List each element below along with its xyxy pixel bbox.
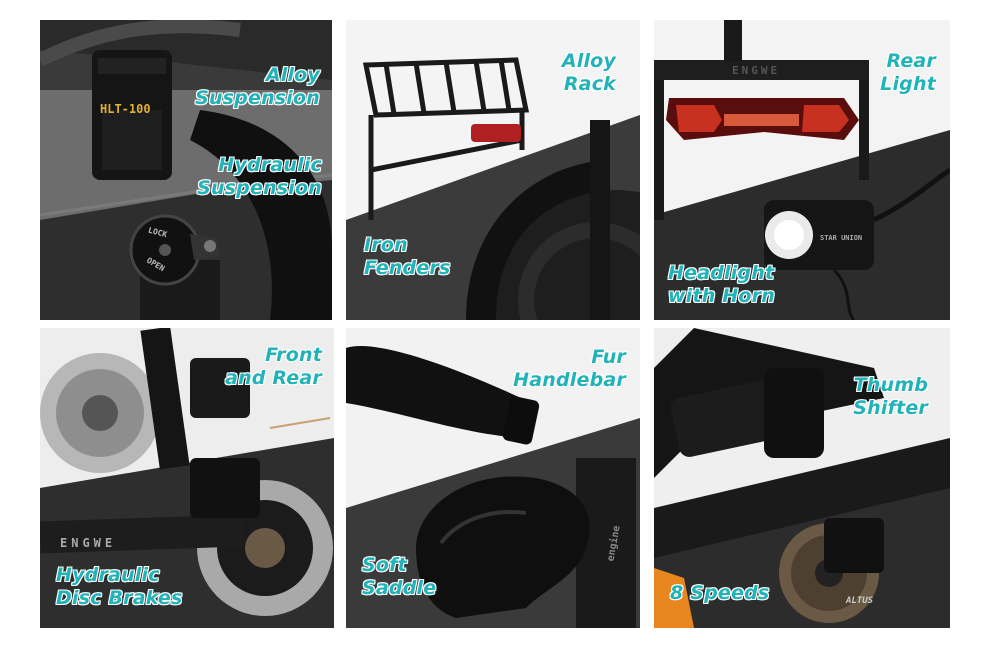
- brakes-photo-art: [40, 328, 334, 628]
- saddle-photo-art: [346, 328, 640, 628]
- rack-photo-art: [346, 20, 640, 320]
- lights-photo-art: [654, 20, 950, 320]
- label-8-speeds: 8 Speeds: [670, 582, 770, 604]
- rack-brand-text: ENGWE: [732, 64, 781, 77]
- headlight-brand-text: STAR UNION: [820, 234, 863, 242]
- suspension-photo-art: [40, 20, 332, 320]
- derailleur-brand-text: ALTUS: [846, 596, 874, 606]
- shifter-photo-art: [654, 328, 950, 628]
- shock-brand-stamp: HLT-100: [100, 102, 151, 116]
- chainstay-brand-text: ENGWE: [60, 536, 117, 550]
